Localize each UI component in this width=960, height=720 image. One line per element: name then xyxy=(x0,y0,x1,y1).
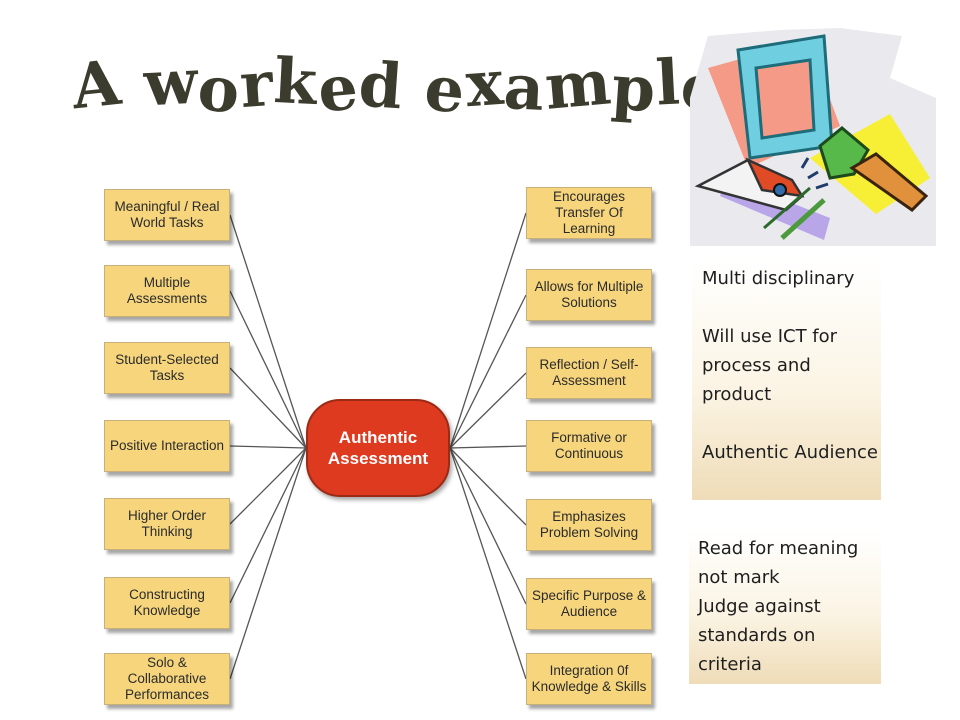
left-node-constructing-knowledge: Constructing Knowledge xyxy=(104,577,230,629)
right-connector-5 xyxy=(449,447,527,605)
left-connector-2 xyxy=(229,367,307,449)
left-node-positive-interaction: Positive Interaction xyxy=(104,420,230,472)
right-node-specific-purpose-audience: Specific Purpose & Audience xyxy=(526,578,652,630)
center-node: Authentic Assessment xyxy=(306,399,450,497)
right-node-formative-or-continuous: Formative or Continuous xyxy=(526,420,652,472)
right-node-allows-for-multiple-solutions: Allows for Multiple Solutions xyxy=(526,269,652,321)
right-connector-3 xyxy=(449,445,527,449)
left-connector-5 xyxy=(229,447,307,604)
left-connector-0 xyxy=(229,214,307,449)
left-connector-6 xyxy=(229,447,307,680)
right-connector-2 xyxy=(449,372,527,449)
left-node-higher-order-thinking: Higher Order Thinking xyxy=(104,498,230,550)
left-connector-4 xyxy=(229,447,307,525)
right-connector-0 xyxy=(449,212,527,449)
note-box-criteria: Multi disciplinary Will use ICT for proc… xyxy=(692,260,881,500)
note-box-marking: Read for meaning not mark Judge against … xyxy=(689,529,881,684)
left-connector-3 xyxy=(229,445,307,449)
right-node-encourages-transfer-of-learning: Encourages Transfer Of Learning xyxy=(526,187,652,239)
right-connector-4 xyxy=(449,447,527,526)
right-connector-6 xyxy=(449,447,527,680)
left-node-solo-collaborative-performances: Solo & Collaborative Performances xyxy=(104,653,230,705)
left-node-student-selected-tasks: Student-Selected Tasks xyxy=(104,342,230,394)
right-node-emphasizes-problem-solving: Emphasizes Problem Solving xyxy=(526,499,652,551)
right-connector-1 xyxy=(449,294,527,449)
left-node-multiple-assessments: Multiple Assessments xyxy=(104,265,230,317)
left-node-meaningful-real-world-tasks: Meaningful / Real World Tasks xyxy=(104,189,230,241)
left-connector-1 xyxy=(229,290,307,449)
right-node-integration-0f-knowledge-skills: Integration 0f Knowledge & Skills xyxy=(526,653,652,705)
right-node-reflection-self-assessment: Reflection / Self-Assessment xyxy=(526,347,652,399)
tools-clipart-icon xyxy=(690,28,936,251)
